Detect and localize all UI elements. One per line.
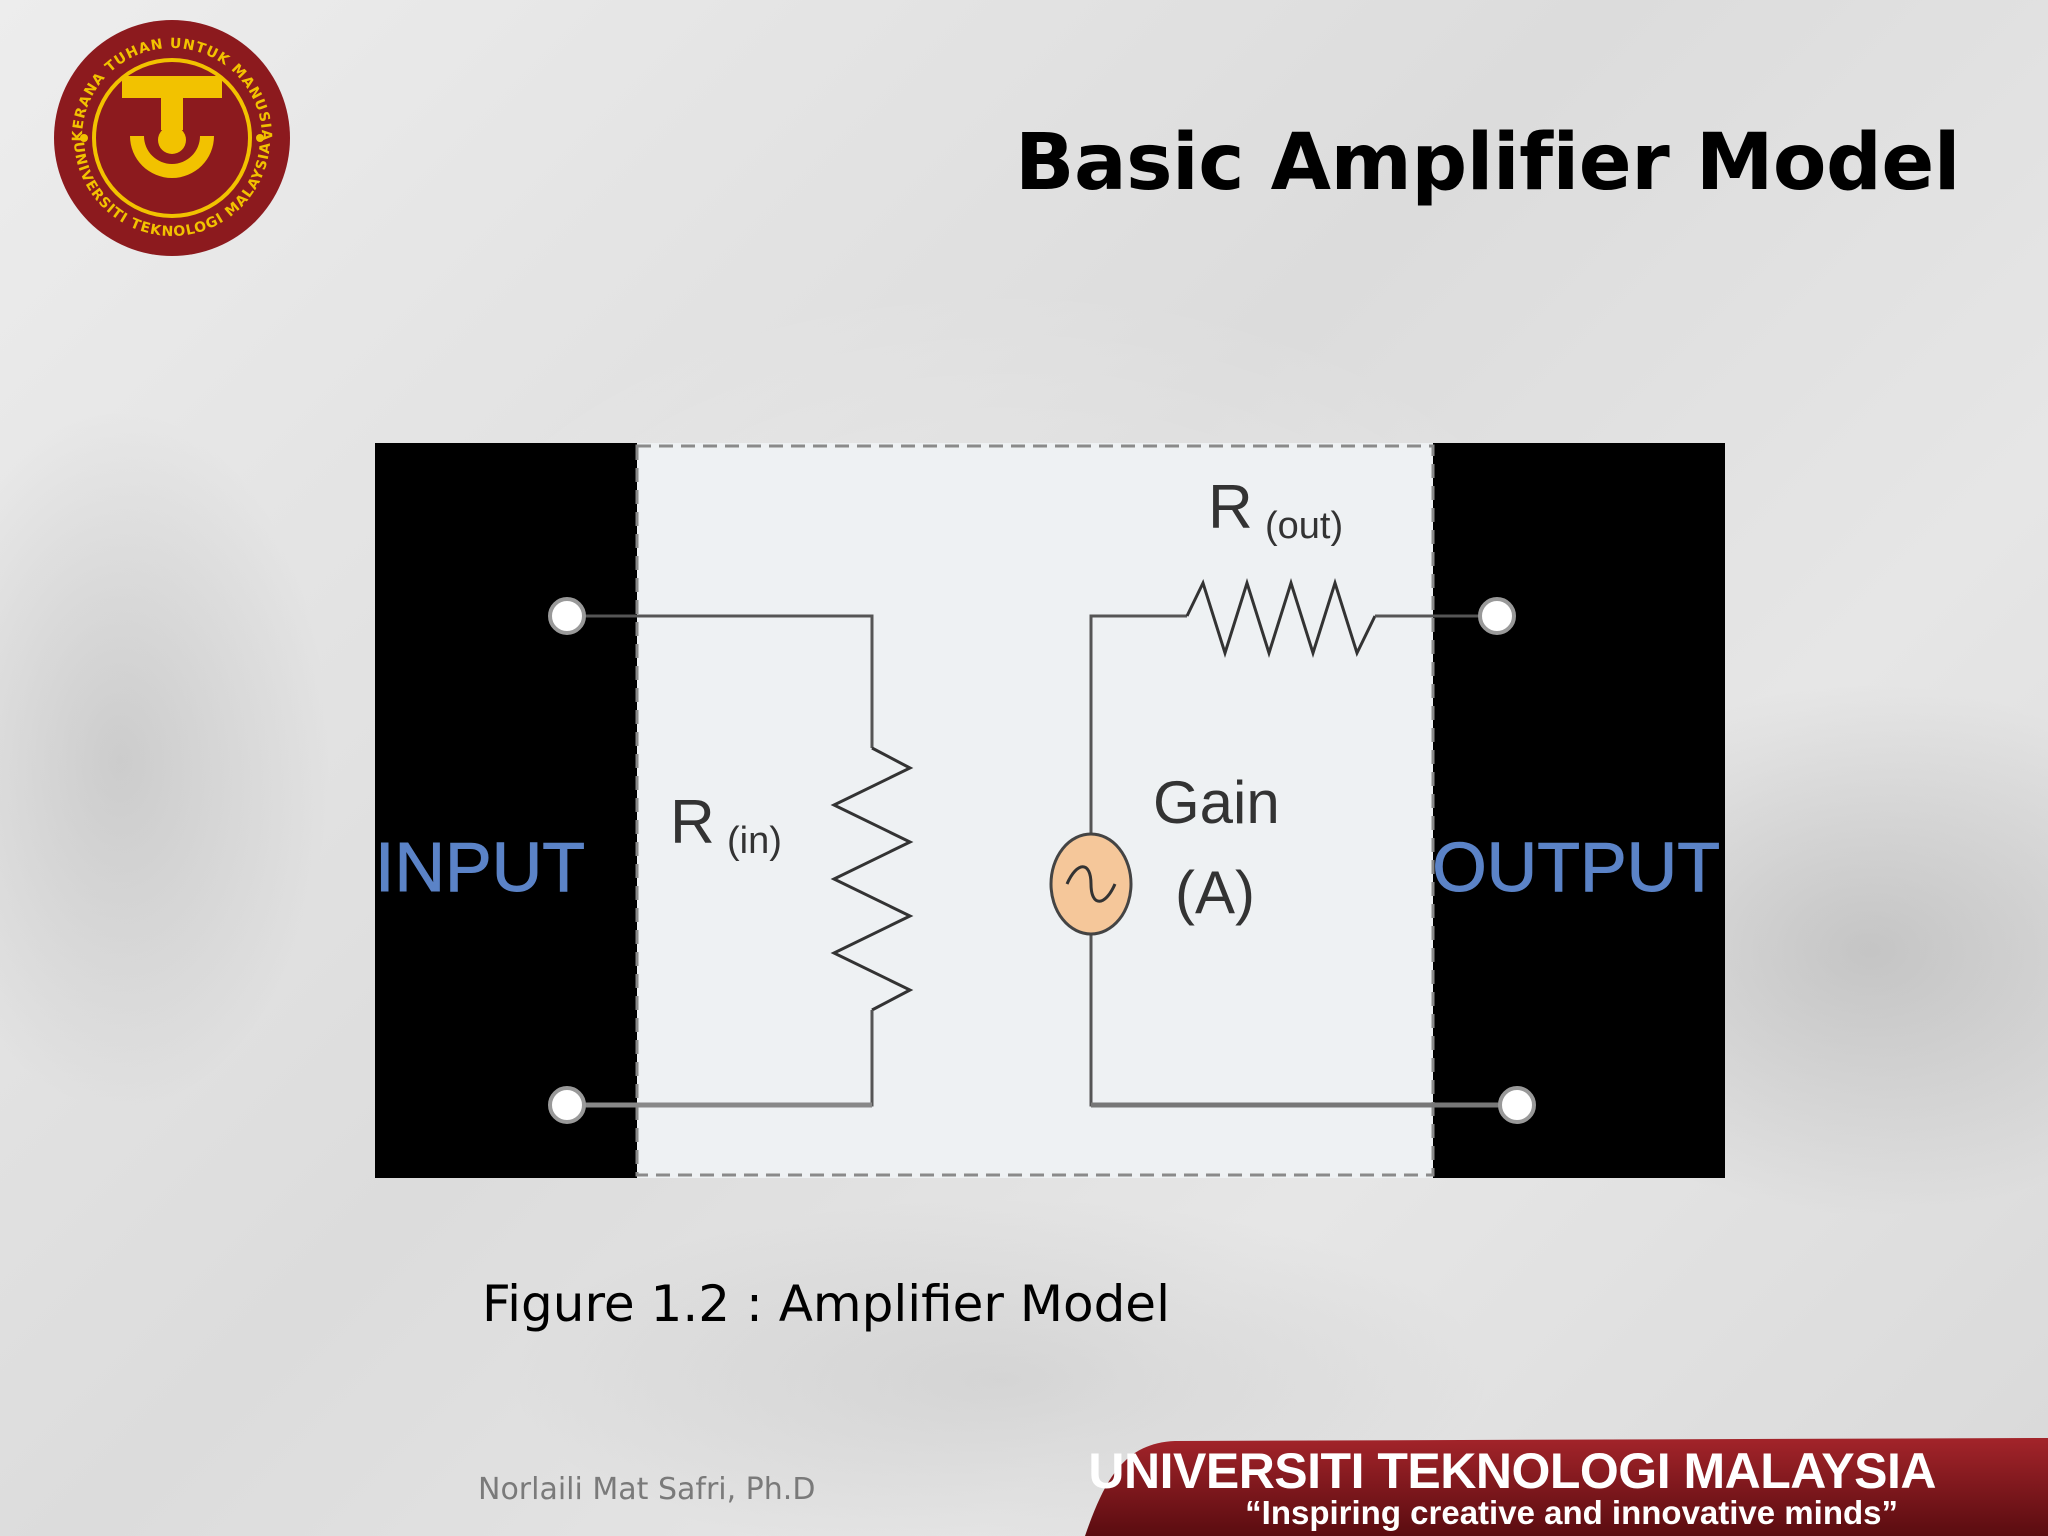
amplifier-box: [637, 443, 1433, 1178]
output-label: OUTPUT: [1432, 828, 1720, 906]
gain-subscript: (A): [1175, 859, 1255, 926]
input-terminal-top: [548, 597, 586, 635]
amplifier-diagram: INPUT OUTPUT R (in) R (out) Gain (A): [375, 443, 1725, 1178]
output-terminal-top: [1478, 597, 1516, 635]
rin-label: R: [670, 788, 715, 857]
output-panel: [1433, 443, 1725, 1178]
input-panel: [375, 443, 637, 1178]
input-terminal-bottom: [548, 1086, 586, 1124]
output-top-wire: [1089, 614, 1187, 860]
utm-logo: KERANA TUHAN UNTUK MANUSIA UNIVERSITI TE…: [54, 20, 290, 256]
author-name: Norlaili Mat Safri, Ph.D: [478, 1472, 816, 1507]
university-name: UNIVERSITI TEKNOLOGI MALAYSIA: [1088, 1443, 1936, 1499]
rin-resistor: [830, 746, 914, 1012]
rin-subscript: (in): [727, 820, 782, 862]
slide-title: Basic Amplifier Model: [1015, 118, 1960, 208]
input-top-wire: [567, 614, 874, 748]
university-slogan: “Inspiring creative and innovative minds…: [1245, 1494, 1898, 1531]
gain-label: Gain: [1153, 769, 1280, 836]
rout-subscript: (out): [1265, 505, 1343, 547]
input-label: INPUT: [375, 828, 585, 906]
figure-caption: Figure 1.2 : Amplifier Model: [482, 1275, 1170, 1333]
rout-resistor: [1185, 577, 1377, 659]
footer-banner: [1085, 1438, 2048, 1536]
rout-label: R: [1208, 473, 1253, 542]
output-terminal-bottom: [1498, 1086, 1536, 1124]
